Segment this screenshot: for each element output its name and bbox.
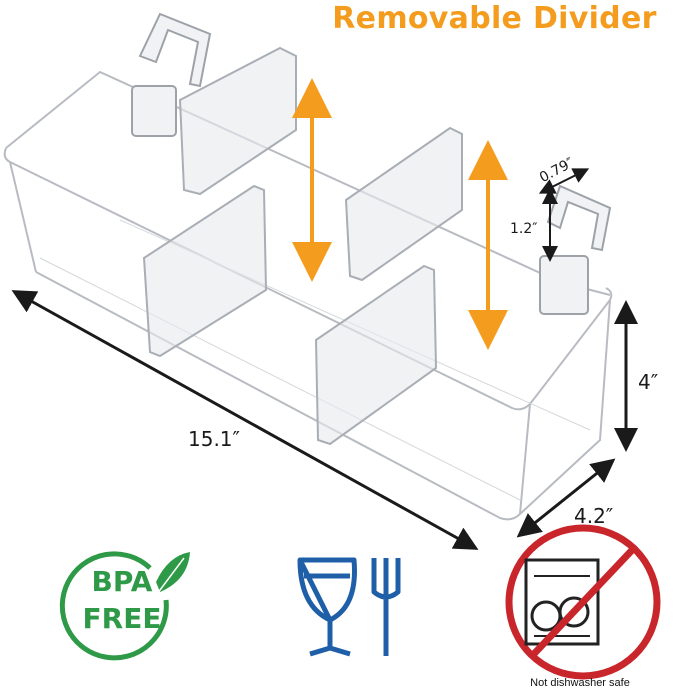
hook-height-label: 1.2″	[510, 221, 538, 237]
hook-width-dimension-arrow	[538, 168, 590, 194]
over-door-hook	[131, 12, 612, 315]
page-title: Removable Divider	[332, 1, 657, 36]
free-label: FREE	[82, 602, 162, 635]
bpa-free-leaf-icon	[59, 551, 190, 661]
length-dimension-arrow	[11, 290, 479, 550]
not-dishwasher-safe-icon	[505, 524, 661, 680]
clear-organizer-bin	[3, 70, 613, 521]
height-label: 4″	[638, 370, 659, 394]
depth-label: 4.2″	[574, 504, 614, 528]
length-label: 15.1″	[188, 427, 241, 451]
depth-dimension-arrow	[516, 458, 616, 538]
not-dishwasher-safe-caption: Not dishwasher safe	[530, 677, 630, 689]
food-safe-glass-fork-icon	[297, 557, 401, 657]
bpa-label: BPA	[91, 565, 153, 598]
removable-divider	[142, 46, 463, 446]
